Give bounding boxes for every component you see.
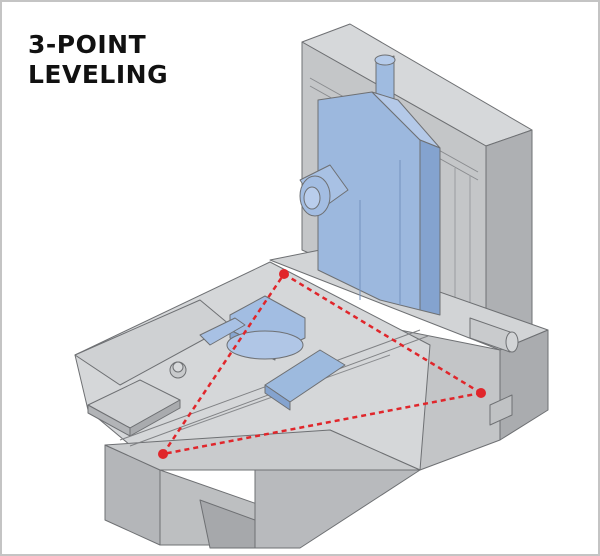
leveling-point-right: [476, 388, 486, 398]
leveling-point-rear-left: [279, 269, 289, 279]
leveling-triangle: [161, 272, 482, 456]
leveling-line-front-rear: [161, 273, 286, 455]
base-front-right: [254, 469, 421, 549]
leveling-line-rear-right: [283, 272, 482, 395]
base-front-top-strip: [104, 429, 421, 471]
title-line-1: 3-POINT: [28, 30, 147, 59]
table-guide: [199, 317, 246, 346]
diagram-title: 3-POINT LEVELING: [28, 30, 168, 90]
title-line-2: LEVELING: [28, 60, 169, 89]
leveling-point-front-left: [158, 449, 168, 459]
column-side: [485, 129, 533, 331]
